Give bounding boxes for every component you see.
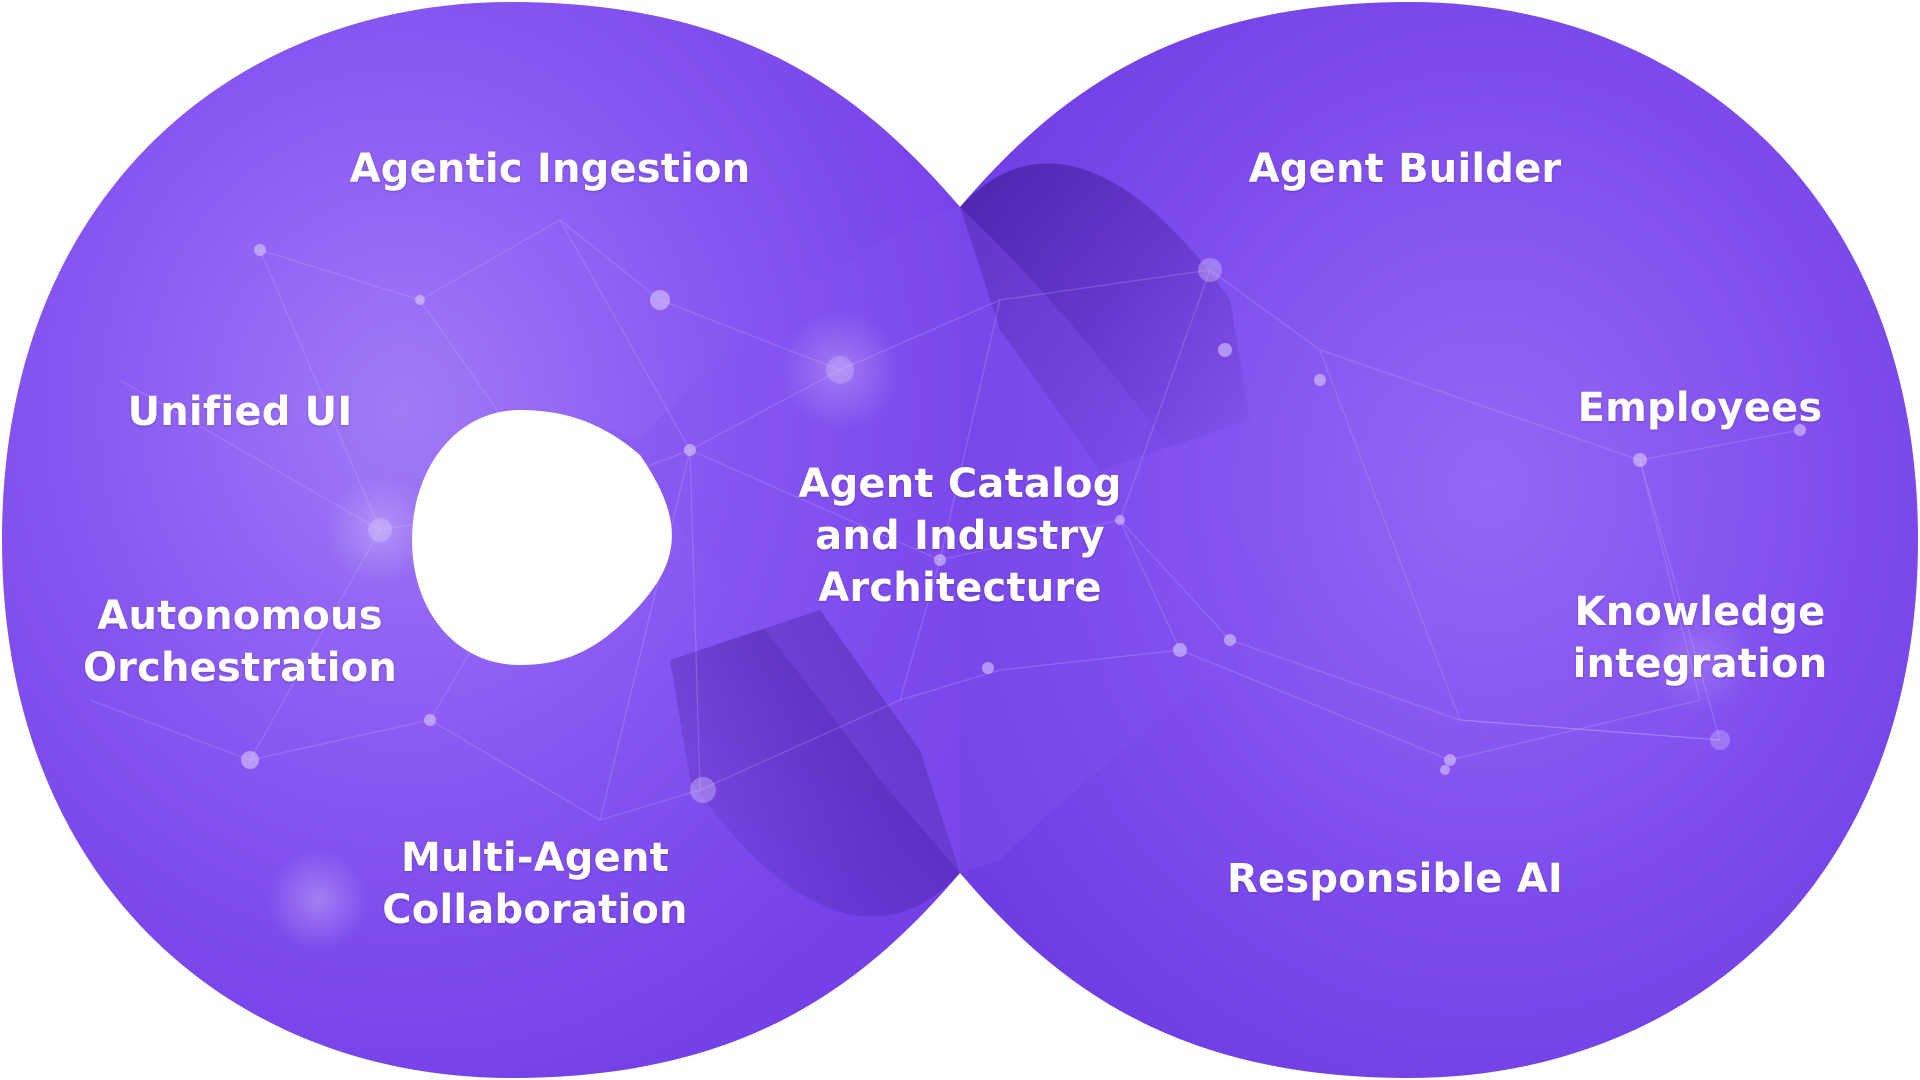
label-knowledge-integration: Knowledge integration	[1572, 589, 1828, 687]
label-employees: Employees	[1577, 385, 1823, 431]
label-multi-agent-collaboration: Multi-Agent Collaboration	[382, 835, 688, 933]
label-agent-builder: Agent Builder	[1248, 146, 1562, 192]
label-responsible-ai: Responsible AI	[1227, 856, 1563, 902]
label-unified-ui: Unified UI	[127, 389, 353, 435]
label-autonomous-orchestration: Autonomous Orchestration	[82, 593, 398, 691]
label-agent-catalog: Agent Catalog and Industry Architecture	[798, 461, 1122, 611]
label-agentic-ingestion: Agentic Ingestion	[349, 146, 751, 192]
